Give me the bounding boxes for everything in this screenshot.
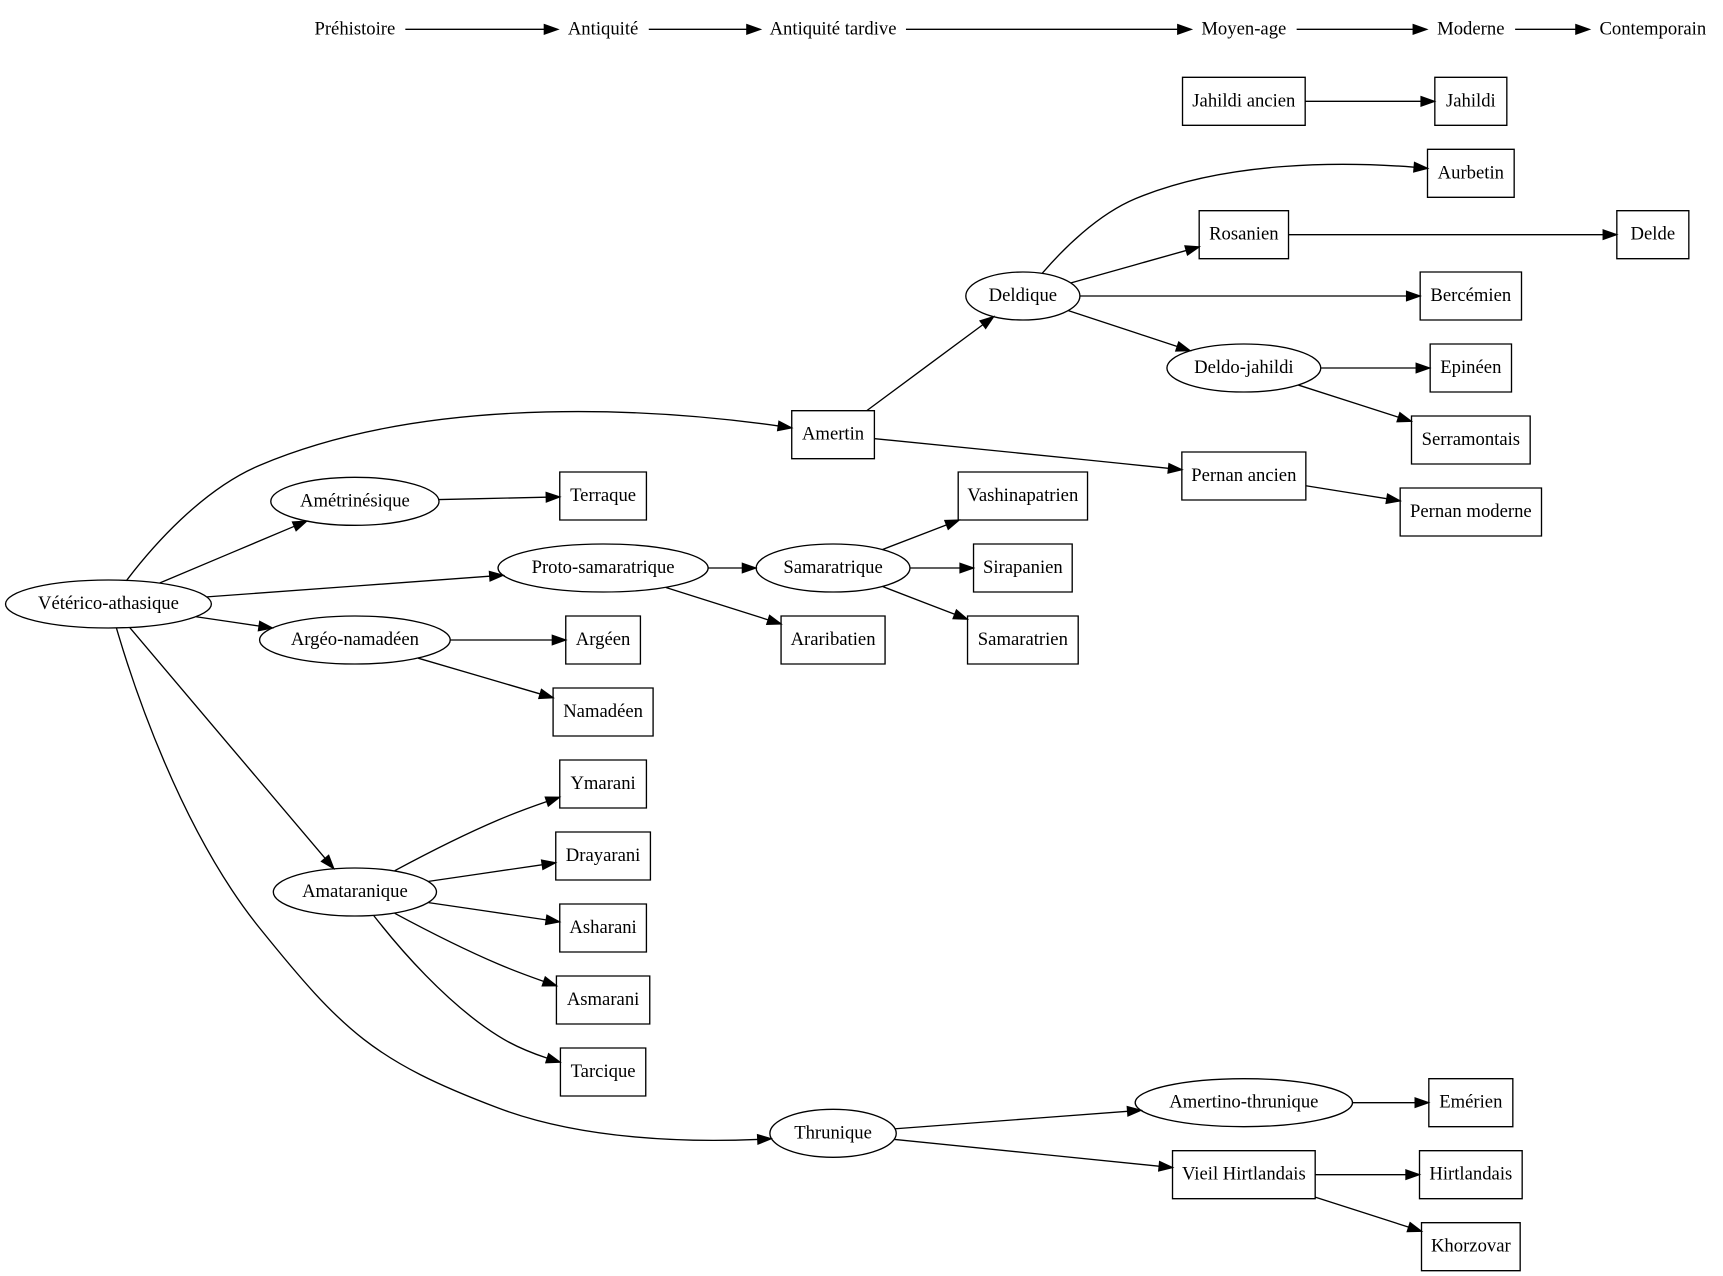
svg-text:Deldique: Deldique: [989, 285, 1057, 306]
svg-text:Pernan moderne: Pernan moderne: [1410, 501, 1532, 522]
svg-text:Aurbetin: Aurbetin: [1438, 162, 1505, 183]
svg-text:Préhistoire: Préhistoire: [314, 18, 395, 39]
svg-text:Amertin: Amertin: [802, 424, 865, 445]
svg-text:Amertino-thrunique: Amertino-thrunique: [1169, 1092, 1318, 1113]
svg-text:Vétérico-athasique: Vétérico-athasique: [38, 593, 179, 614]
svg-text:Asmarani: Asmarani: [567, 989, 640, 1010]
svg-text:Argéo-namadéen: Argéo-namadéen: [291, 629, 420, 650]
svg-text:Bercémien: Bercémien: [1430, 285, 1511, 306]
svg-text:Delde: Delde: [1631, 224, 1676, 245]
svg-text:Araribatien: Araribatien: [791, 629, 877, 650]
svg-text:Moyen-age: Moyen-age: [1201, 18, 1286, 39]
svg-text:Thrunique: Thrunique: [794, 1122, 872, 1143]
svg-text:Argéen: Argéen: [576, 629, 631, 650]
svg-text:Tarcique: Tarcique: [571, 1061, 636, 1082]
svg-text:Epinéen: Epinéen: [1440, 357, 1502, 378]
svg-text:Emérien: Emérien: [1439, 1092, 1503, 1113]
svg-text:Khorzovar: Khorzovar: [1431, 1236, 1512, 1257]
svg-text:Jahildi: Jahildi: [1446, 90, 1496, 111]
svg-text:Ymarani: Ymarani: [570, 773, 635, 794]
svg-text:Amétrinésique: Amétrinésique: [300, 490, 410, 511]
svg-text:Proto-samaratrique: Proto-samaratrique: [532, 557, 675, 578]
svg-text:Drayarani: Drayarani: [566, 845, 641, 866]
svg-text:Deldo-jahildi: Deldo-jahildi: [1194, 357, 1293, 378]
svg-text:Amataranique: Amataranique: [302, 881, 408, 902]
svg-text:Pernan ancien: Pernan ancien: [1191, 465, 1297, 486]
svg-text:Asharani: Asharani: [569, 917, 636, 938]
svg-text:Vashinapatrien: Vashinapatrien: [967, 485, 1079, 506]
svg-text:Namadéen: Namadéen: [563, 701, 643, 722]
svg-text:Rosanien: Rosanien: [1209, 224, 1279, 245]
svg-text:Hirtlandais: Hirtlandais: [1429, 1164, 1512, 1185]
svg-text:Vieil Hirtlandais: Vieil Hirtlandais: [1182, 1164, 1306, 1185]
svg-text:Terraque: Terraque: [570, 485, 636, 506]
svg-text:Antiquité: Antiquité: [568, 18, 638, 39]
svg-text:Moderne: Moderne: [1437, 18, 1504, 39]
svg-text:Samaratrique: Samaratrique: [783, 557, 882, 578]
svg-text:Contemporain: Contemporain: [1599, 18, 1706, 39]
svg-text:Sirapanien: Sirapanien: [983, 557, 1063, 578]
svg-text:Samaratrien: Samaratrien: [978, 629, 1069, 650]
svg-text:Serramontais: Serramontais: [1422, 429, 1520, 450]
svg-text:Antiquité tardive: Antiquité tardive: [770, 18, 897, 39]
svg-text:Jahildi ancien: Jahildi ancien: [1192, 90, 1296, 111]
